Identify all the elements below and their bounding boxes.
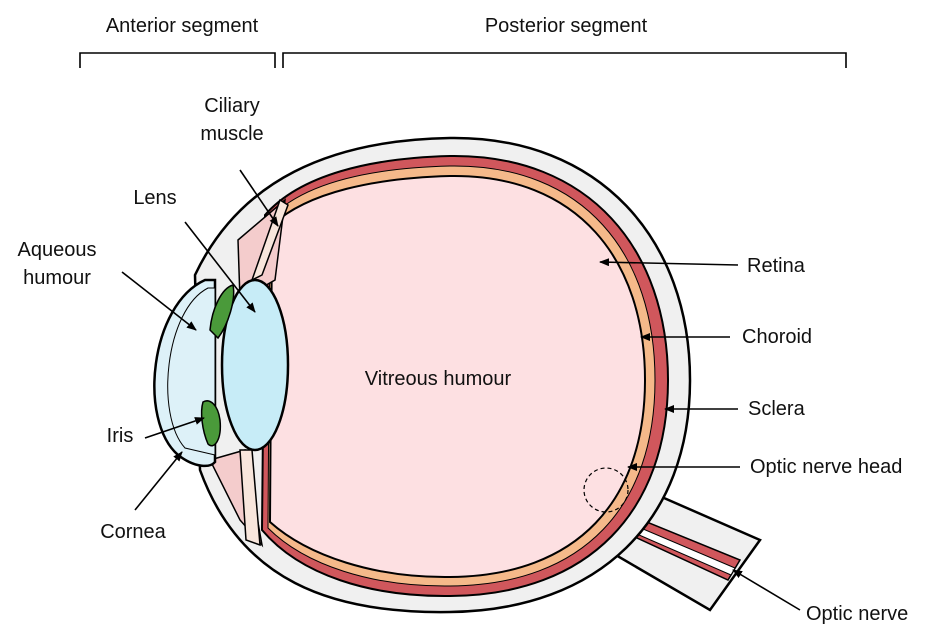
vitreous-humour-label: Vitreous humour bbox=[365, 368, 512, 390]
ciliary-muscle-label-line2: muscle bbox=[200, 123, 263, 145]
iris-label: Iris bbox=[107, 425, 134, 447]
cornea-leader bbox=[135, 452, 182, 510]
optic-nerve-head-label: Optic nerve head bbox=[750, 456, 902, 478]
aqueous-humour-label-line2: humour bbox=[23, 267, 91, 289]
ciliary-muscle-label-line1: Ciliary bbox=[204, 95, 260, 117]
lens-label: Lens bbox=[133, 187, 176, 209]
aqueous-humour-label-line1: Aqueous bbox=[18, 239, 97, 261]
cornea-label: Cornea bbox=[100, 521, 166, 543]
posterior-segment-label: Posterior segment bbox=[485, 15, 648, 37]
anterior-segment-bracket bbox=[80, 53, 275, 68]
sclera-label: Sclera bbox=[748, 398, 806, 420]
posterior-segment-bracket bbox=[283, 53, 846, 68]
anterior-segment-label: Anterior segment bbox=[106, 15, 259, 37]
optic-nerve-leader bbox=[733, 570, 800, 610]
choroid-label: Choroid bbox=[742, 326, 812, 348]
optic-nerve-label: Optic nerve bbox=[806, 603, 908, 625]
retina-label: Retina bbox=[747, 255, 806, 277]
